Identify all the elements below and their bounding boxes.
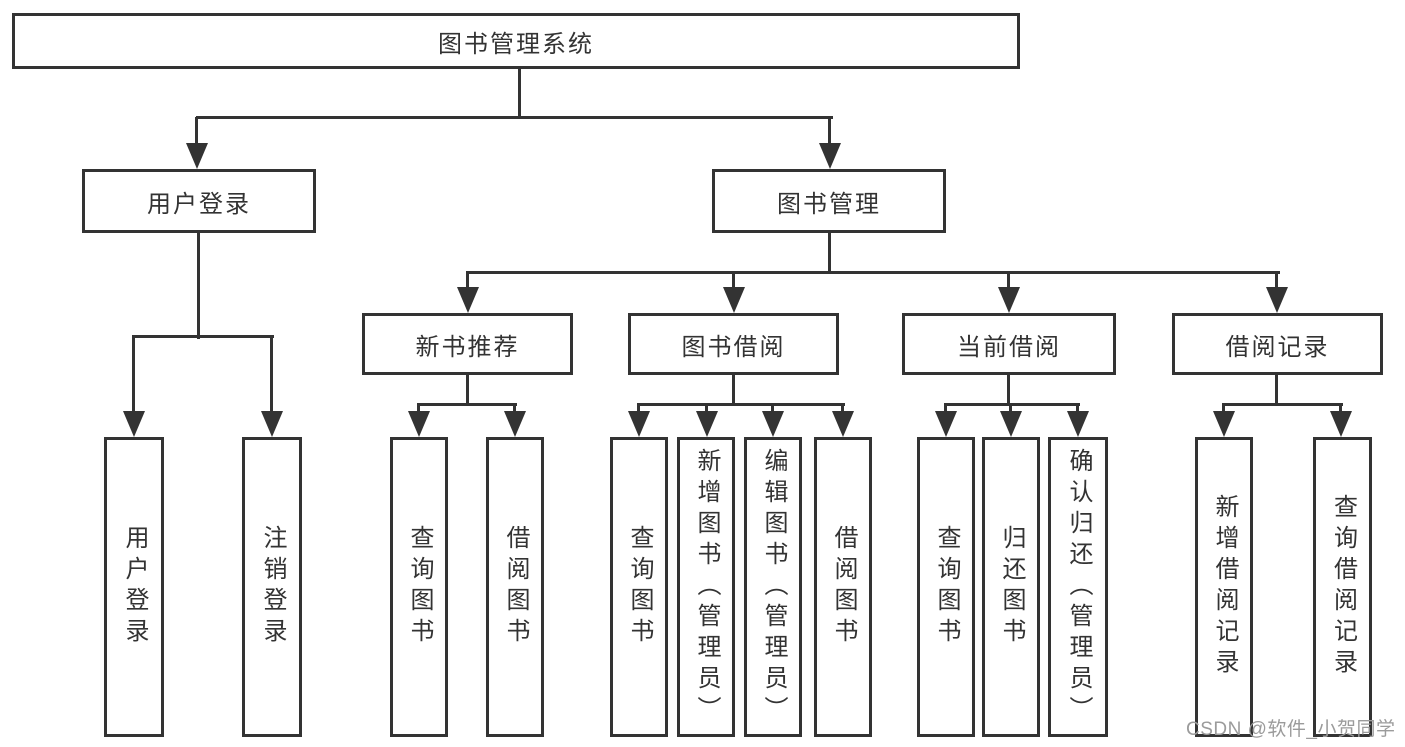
node-current-borrow-label: 当前借阅	[957, 333, 1061, 361]
connector-line	[1076, 404, 1079, 414]
leaf-query-books-1: 查询图书	[390, 437, 448, 737]
connector-line	[197, 233, 200, 339]
leaf-logout-label: 注销登录	[259, 525, 286, 649]
node-user-login-label: 用户登录	[147, 190, 251, 218]
leaf-add-book-admin: 新增图书（管理员）	[677, 437, 735, 737]
connector-line	[828, 117, 831, 147]
arrow-down-icon	[186, 143, 208, 169]
connector-line	[195, 117, 198, 147]
connector-line	[1222, 404, 1225, 414]
leaf-return-book: 归还图书	[982, 437, 1040, 737]
node-book-borrow: 图书借阅	[628, 313, 839, 375]
leaf-query-books-3: 查询图书	[917, 437, 975, 737]
connector-line	[732, 272, 735, 290]
leaf-edit-book-admin-label: 编辑图书（管理员）	[760, 447, 787, 727]
connector-line	[1007, 375, 1010, 406]
connector-line	[944, 403, 1080, 406]
connector-line	[466, 375, 469, 406]
leaf-query-borrow-record: 查询借阅记录	[1313, 437, 1372, 737]
connector-line	[132, 337, 135, 415]
arrow-down-icon	[1000, 411, 1022, 437]
connector-line	[1009, 404, 1012, 414]
arrow-down-icon	[935, 411, 957, 437]
leaf-add-borrow-record: 新增借阅记录	[1195, 437, 1253, 737]
connector-line	[270, 337, 273, 415]
arrow-down-icon	[628, 411, 650, 437]
connector-line	[466, 271, 1280, 274]
leaf-edit-book-admin: 编辑图书（管理员）	[744, 437, 802, 737]
connector-line	[417, 403, 517, 406]
node-root-label: 图书管理系统	[438, 30, 594, 58]
node-new-book-recommend: 新书推荐	[362, 313, 573, 375]
node-book-management-label: 图书管理	[777, 190, 881, 218]
connector-line	[466, 272, 469, 290]
leaf-borrow-book-2-label: 借阅图书	[830, 525, 857, 649]
connector-line	[732, 375, 735, 406]
connector-line	[513, 404, 516, 414]
arrow-down-icon	[819, 143, 841, 169]
leaf-confirm-return-admin-label: 确认归还（管理员）	[1065, 447, 1092, 727]
connector-line	[1222, 403, 1343, 406]
leaf-add-book-admin-label: 新增图书（管理员）	[693, 447, 720, 727]
leaf-borrow-book-1: 借阅图书	[486, 437, 544, 737]
connector-line	[771, 404, 774, 414]
watermark: CSDN @软件_小贺同学	[1186, 719, 1396, 740]
connector-line	[417, 404, 420, 414]
leaf-user-login-label: 用户登录	[121, 525, 148, 649]
node-current-borrow: 当前借阅	[902, 313, 1116, 375]
node-user-login: 用户登录	[82, 169, 316, 233]
arrow-down-icon	[457, 287, 479, 313]
arrow-down-icon	[261, 411, 283, 437]
connector-line	[705, 404, 708, 414]
connector-line	[637, 403, 845, 406]
node-borrow-records: 借阅记录	[1172, 313, 1383, 375]
leaf-query-books-1-label: 查询图书	[406, 525, 433, 649]
connector-line	[944, 404, 947, 414]
connector-line	[1339, 404, 1342, 414]
node-book-borrow-label: 图书借阅	[681, 333, 786, 361]
leaf-borrow-book-1-label: 借阅图书	[502, 525, 529, 649]
arrow-down-icon	[1330, 411, 1352, 437]
connector-line	[1275, 272, 1278, 290]
arrow-down-icon	[762, 411, 784, 437]
connector-line	[1007, 272, 1010, 290]
leaf-query-books-3-label: 查询图书	[933, 525, 960, 649]
arrow-down-icon	[723, 287, 745, 313]
arrow-down-icon	[1266, 287, 1288, 313]
leaf-add-borrow-record-label: 新增借阅记录	[1211, 494, 1238, 680]
arrow-down-icon	[832, 411, 854, 437]
node-borrow-records-label: 借阅记录	[1225, 333, 1330, 361]
arrow-down-icon	[123, 411, 145, 437]
leaf-logout: 注销登录	[242, 437, 302, 737]
leaf-query-books-2: 查询图书	[610, 437, 668, 737]
leaf-borrow-book-2: 借阅图书	[814, 437, 872, 737]
node-root: 图书管理系统	[12, 13, 1020, 69]
arrow-down-icon	[1213, 411, 1235, 437]
leaf-query-books-2-label: 查询图书	[626, 525, 653, 649]
connector-line	[841, 404, 844, 414]
leaf-query-borrow-record-label: 查询借阅记录	[1329, 494, 1357, 680]
arrow-down-icon	[408, 411, 430, 437]
node-new-book-recommend-label: 新书推荐	[415, 333, 520, 361]
connector-line	[828, 233, 831, 273]
arrow-down-icon	[998, 287, 1020, 313]
connector-line	[518, 69, 521, 119]
leaf-return-book-label: 归还图书	[998, 525, 1025, 649]
connector-line	[132, 335, 274, 338]
leaf-user-login: 用户登录	[104, 437, 164, 737]
connector-line	[637, 404, 640, 414]
arrow-down-icon	[1067, 411, 1089, 437]
arrow-down-icon	[504, 411, 526, 437]
leaf-confirm-return-admin: 确认归还（管理员）	[1048, 437, 1108, 737]
connector-line	[196, 116, 833, 119]
arrow-down-icon	[696, 411, 718, 437]
node-book-management: 图书管理	[712, 169, 946, 233]
connector-line	[1275, 375, 1278, 406]
